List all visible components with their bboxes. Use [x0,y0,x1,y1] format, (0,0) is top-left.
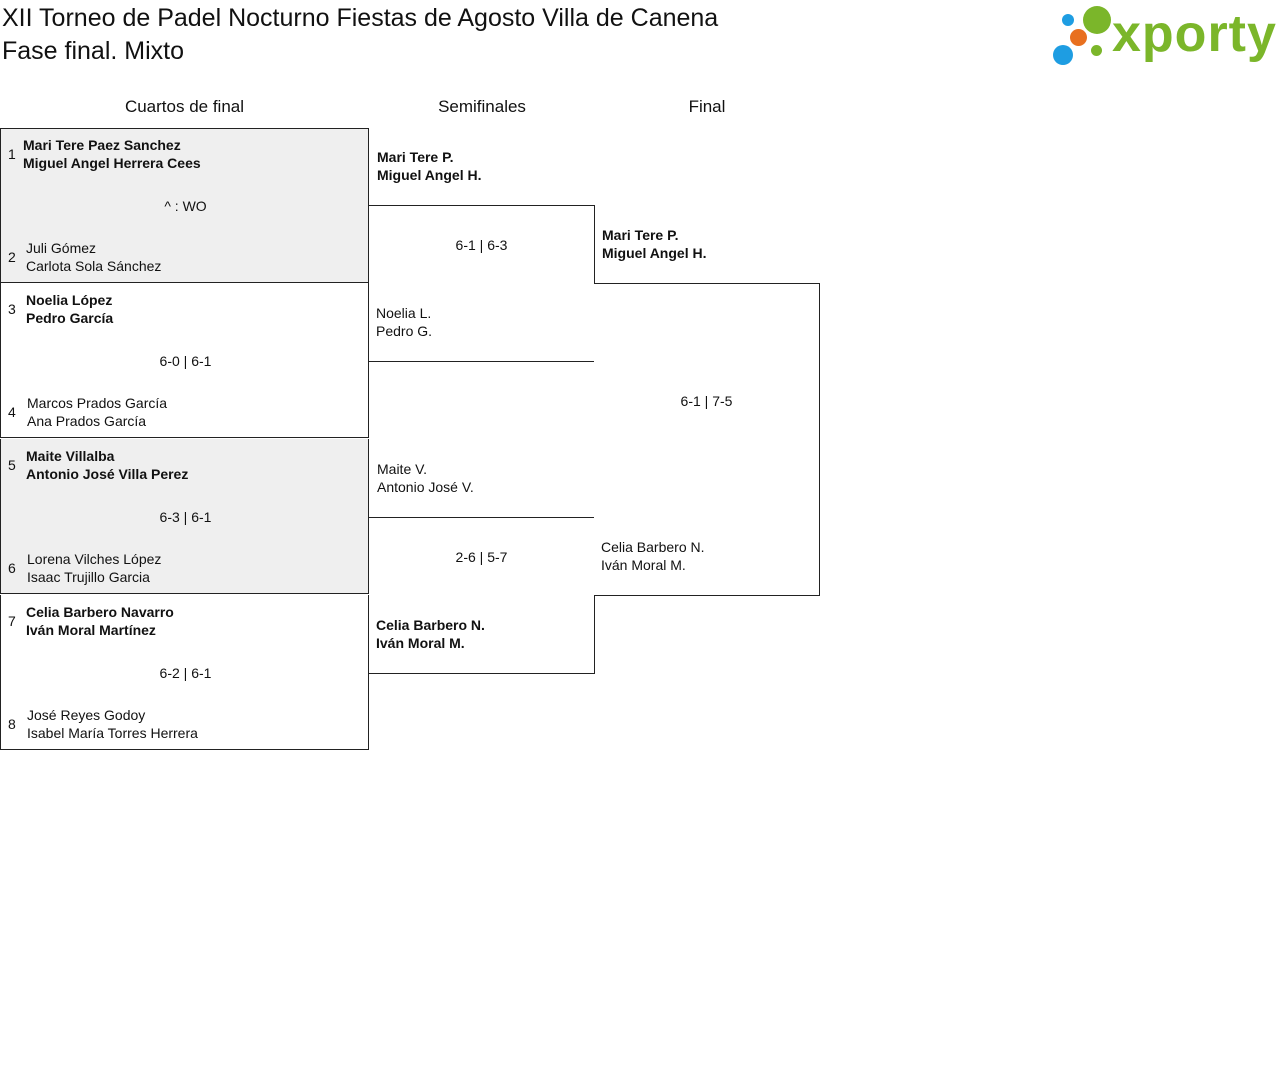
player-name: Antonio José Villa Perez [26,466,189,482]
logo-dot-blue-icon [1062,14,1074,26]
seed-number: 1 [8,146,16,162]
final-team-winner: Mari Tere P. Miguel Angel H. [602,226,706,262]
team-loser: Marcos Prados García Ana Prados García [27,394,167,430]
player-name: Lorena Vilches López [27,551,162,567]
logo-dot-green-icon [1083,6,1111,34]
match-score: 6-3 | 6-1 [159,509,212,525]
team-winner: Maite Villalba Antonio José Villa Perez [26,447,188,483]
seed-number: 8 [8,716,16,732]
player-name: Ana Prados García [27,413,147,429]
logo-dot-orange-icon [1070,29,1087,46]
quarterfinal-match: 7 Celia Barbero Navarro Iván Moral Martí… [0,595,369,750]
player-name: Juli Gómez [26,240,97,256]
player-name: Celia Barbero N. [376,617,485,633]
final-match-box: 6-1 | 7-5 Celia Barbero N. Iván Moral M. [594,283,820,596]
player-name: Miguel Angel Herrera Cees [23,155,201,171]
player-name: Miguel Angel H. [602,245,707,261]
final-team-loser: Celia Barbero N. Iván Moral M. [601,538,705,574]
player-name: Isaac Trujillo Garcia [27,569,150,585]
quarterfinal-match: 3 Noelia López Pedro García 6-0 | 6-1 4 … [0,283,369,438]
player-name: Maite Villalba [26,448,115,464]
player-name: Iván Moral Martínez [26,622,156,638]
semifinal-match-box: 6-1 | 6-3 Noelia L. Pedro G. [369,205,595,362]
player-name: Isabel María Torres Herrera [27,725,198,741]
seed-number: 6 [8,560,16,576]
player-name: Marcos Prados García [27,395,168,411]
player-name: Iván Moral M. [376,635,465,651]
player-name: Mari Tere Paez Sanchez [23,137,181,153]
round-header-semifinals: Semifinales [438,97,526,116]
seed-number: 2 [8,249,16,265]
player-name: Pedro G. [376,323,433,339]
quarterfinal-match: 5 Maite Villalba Antonio José Villa Pere… [0,439,369,594]
player-name: Iván Moral M. [601,557,686,573]
match-score: 6-2 | 6-1 [159,665,212,681]
page-title: XII Torneo de Padel Nocturno Fiestas de … [2,4,719,32]
match-score: ^ : WO [164,198,207,214]
semifinal-team-winner: Celia Barbero N. Iván Moral M. [376,616,485,652]
player-name: Celia Barbero Navarro [26,604,174,620]
match-score: 6-1 | 7-5 [680,393,733,409]
seed-number: 7 [8,613,16,629]
team-winner: Noelia López Pedro García [26,291,113,327]
match-score: 2-6 | 5-7 [455,549,508,565]
player-name: Mari Tere P. [602,227,679,243]
player-name: Mari Tere P. [377,149,454,165]
team-loser: Lorena Vilches López Isaac Trujillo Garc… [27,550,161,586]
seed-number: 3 [8,301,16,317]
match-score: 6-1 | 6-3 [455,237,508,253]
round-header-final: Final [688,97,726,116]
team-loser: Juli Gómez Carlota Sola Sánchez [26,239,161,275]
player-name: Celia Barbero N. [601,539,705,555]
player-name: Maite V. [377,461,428,477]
semifinal-team-loser: Maite V. Antonio José V. [377,460,474,496]
logo-wordmark: xporty [1112,5,1277,63]
player-name: Noelia L. [376,305,432,321]
page-subtitle: Fase final. Mixto [2,37,185,65]
semifinal-team-loser: Noelia L. Pedro G. [376,304,432,340]
logo-dot-blue-icon [1053,45,1073,65]
round-header-quarterfinals: Cuartos de final [124,97,245,116]
seed-number: 4 [8,404,16,420]
player-name: Noelia López [26,292,113,308]
player-name: Pedro García [26,310,114,326]
logo-dot-green-icon [1091,45,1102,56]
match-score: 6-0 | 6-1 [159,353,212,369]
xporty-logo[interactable]: xporty [1050,2,1278,68]
player-name: Antonio José V. [377,479,474,495]
seed-number: 5 [8,457,16,473]
player-name: José Reyes Godoy [27,707,146,723]
semifinal-match-box: 2-6 | 5-7 Celia Barbero N. Iván Moral M. [369,517,595,674]
player-name: Carlota Sola Sánchez [26,258,162,274]
team-winner: Celia Barbero Navarro Iván Moral Martíne… [26,603,174,639]
team-winner: Mari Tere Paez Sanchez Miguel Angel Herr… [23,136,201,172]
semifinal-team-winner: Mari Tere P. Miguel Angel H. [377,148,481,184]
quarterfinal-match: 1 Mari Tere Paez Sanchez Miguel Angel He… [0,128,369,283]
player-name: Miguel Angel H. [377,167,482,183]
team-loser: José Reyes Godoy Isabel María Torres Her… [27,706,198,742]
